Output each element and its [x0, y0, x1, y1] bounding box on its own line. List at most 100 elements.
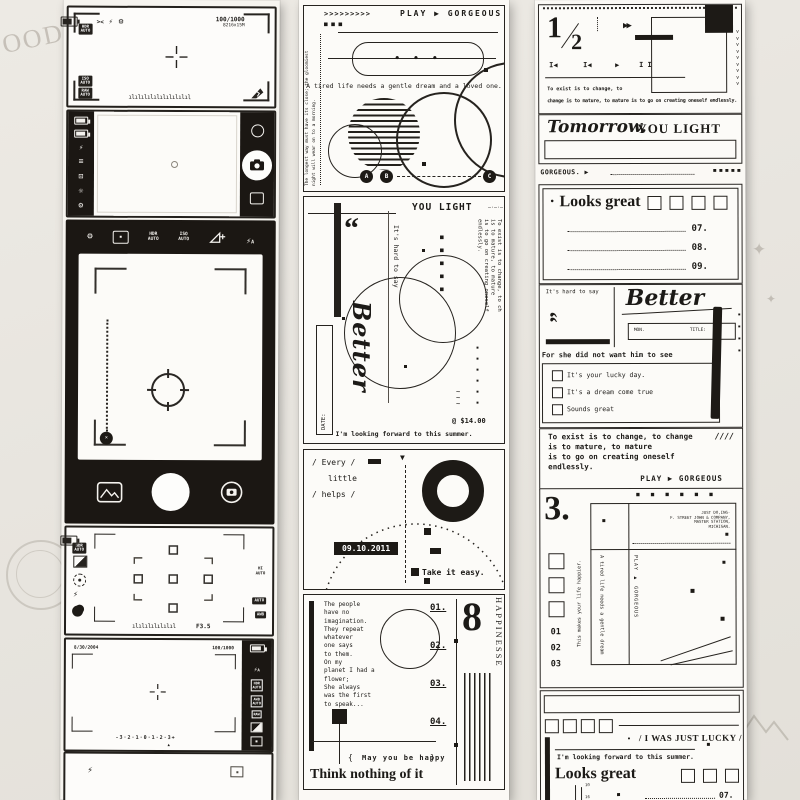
accent-square [411, 568, 419, 576]
index-number-01: 01 [550, 627, 561, 638]
frame-bracket [94, 267, 127, 294]
dot-column: ▪ ▪ ▪ ▪ ▪ ▪ [476, 345, 480, 406]
skip-back-icon: I◀ [549, 61, 558, 70]
shutter-button [151, 472, 190, 512]
date-stamp: 8/30/2004 [73, 645, 99, 651]
zoom-knob-glyph: ✕ [104, 434, 108, 441]
dotted-margin [320, 34, 321, 185]
quote-line-1: To exist is to change, to change [548, 431, 693, 442]
checkbox [551, 387, 563, 399]
check-label-2: It's a dream come true [566, 387, 654, 397]
resolution-label: 8216x15M [222, 23, 245, 29]
rule-vertical [613, 287, 615, 348]
dslr-viewfinder-panel: HDR AUTO ⚡ HI AUTO AUTO AWB ılılılılılıl… [60, 525, 275, 637]
accent-square [424, 578, 430, 584]
bullet: • [626, 735, 632, 744]
entry-number: 07. [691, 223, 708, 234]
accent-square [342, 317, 345, 320]
zoom-knob: ✕ [99, 431, 113, 445]
tired-life-vertical: A tired life needs a gentle dream [598, 555, 605, 655]
may-you-be-happy-text: May you be happy [362, 754, 446, 762]
better-script-vertical: Better [347, 301, 376, 393]
t-line [308, 213, 396, 214]
strike-line [328, 58, 496, 59]
fraction-denominator: 2 [571, 29, 583, 55]
gallery-thumb-icon [249, 192, 264, 205]
checkbox [548, 577, 565, 594]
date-tag: 09.10.2011 [334, 542, 399, 555]
for-she-text: For she did not want him to see [541, 350, 673, 360]
tape-strip-collage: 1 2 ▶▶ v v v v v v v v v I◀ I◀ ▶ I I To … [534, 0, 748, 800]
gear-icon: ⚙ [87, 231, 93, 242]
exposure-meter: ılılılılılılıl [131, 622, 176, 631]
footer-text: I'm looking forward to this summer. [335, 430, 473, 438]
checkbox [691, 195, 706, 210]
hdr-badge: HDR AUTO [78, 17, 93, 36]
watermark-letters: OOD [0, 17, 67, 60]
fast-forward-icon: ▶▶ [623, 21, 630, 32]
play-icon: ▶ [615, 61, 620, 70]
accent-square [422, 162, 426, 166]
entry-number: 07. [719, 790, 734, 800]
brace-close: } [430, 753, 435, 762]
blank-bar-box [543, 694, 740, 714]
numeral-three-section: ■ ■ ■ ■ ■ ■ 3. This makes your life happ… [539, 487, 744, 689]
frame-bracket [214, 654, 236, 670]
think-nothing-title: Think nothing of it [310, 767, 424, 782]
frame-bracket [214, 268, 247, 295]
every-little-helps-section: / Every / little / helps / ▼ 09.10.2011 … [303, 449, 505, 590]
left-toolbar: ⚡ ≡ ⊡ ☼ ⚙ [67, 111, 95, 216]
pause-icon: I I [639, 60, 652, 70]
arrow-row: >>>>>>>>> [324, 10, 371, 18]
section-title: YOU LIGHT [412, 202, 473, 213]
margin-quote-line1: The longest way must have its close; the… [305, 50, 310, 186]
every-text: / Every / [312, 458, 356, 467]
fraction-numerator: 1 [546, 11, 563, 45]
flash-auto-label: A [251, 238, 255, 245]
looks-great-title: Looks great [559, 193, 641, 211]
donut-ring [422, 460, 484, 522]
index-number-03: 03 [550, 659, 561, 670]
you-light-section: YOU LIGHT —·—·— To exist is to change, t… [303, 196, 505, 444]
timer-icon [72, 605, 84, 617]
camera-app-panel: ⚙ HDR AUTO ISO AUTO ⚡A ✕ [64, 219, 276, 525]
af-point-grid [133, 545, 214, 613]
square-row: ■ ■ ■ ■ ■ [713, 167, 741, 174]
outline-circle [399, 255, 487, 343]
blank-field-box [544, 139, 737, 160]
dash-connector [397, 176, 481, 177]
label-a: A [364, 173, 369, 180]
hard-to-say-vertical: It's hard to say [392, 225, 400, 288]
frame-counter: 100/1000 [215, 16, 245, 24]
square-row: ■ ■ ■ ■ ■ ■ [636, 491, 717, 499]
accent-square [720, 616, 725, 621]
flash-icon: ⚡ [108, 17, 113, 26]
entry-number: 09. [691, 261, 708, 272]
frame-counter: 100/1000 [212, 646, 234, 652]
flash-icon: ⚡ [87, 765, 93, 776]
capsule-shape: • • • [352, 42, 484, 76]
flash-icon: ⚡ [73, 589, 78, 599]
menu-icon: ≡ [78, 156, 84, 166]
exposure-meter: ılılılılılılılılılıl [128, 93, 191, 102]
accent-square [404, 365, 407, 368]
ruler-tick [575, 785, 577, 800]
base-line [312, 741, 436, 742]
caption-text: A tired life needs a gentle dream and a … [306, 82, 502, 90]
entry-number: 08. [691, 242, 708, 253]
helps-text: / helps / [312, 490, 356, 499]
title-field-label: TITLE: [689, 327, 707, 333]
stem-line [339, 724, 340, 764]
tiny-mark-column [596, 17, 599, 32]
quote-mark: “ [538, 311, 563, 323]
focus-dot [171, 161, 179, 169]
preview-area [94, 112, 240, 217]
focus-square-icon [250, 736, 263, 747]
label-b: B [384, 173, 389, 180]
accent-square-large [332, 709, 347, 724]
divider [554, 748, 695, 751]
crosshair-icon [149, 683, 166, 700]
bullet: • [549, 197, 555, 208]
name-field-label: MON. [633, 327, 645, 334]
better-checklist-section: It's hard to say Better “ MON. TITLE: Fo… [538, 283, 744, 429]
